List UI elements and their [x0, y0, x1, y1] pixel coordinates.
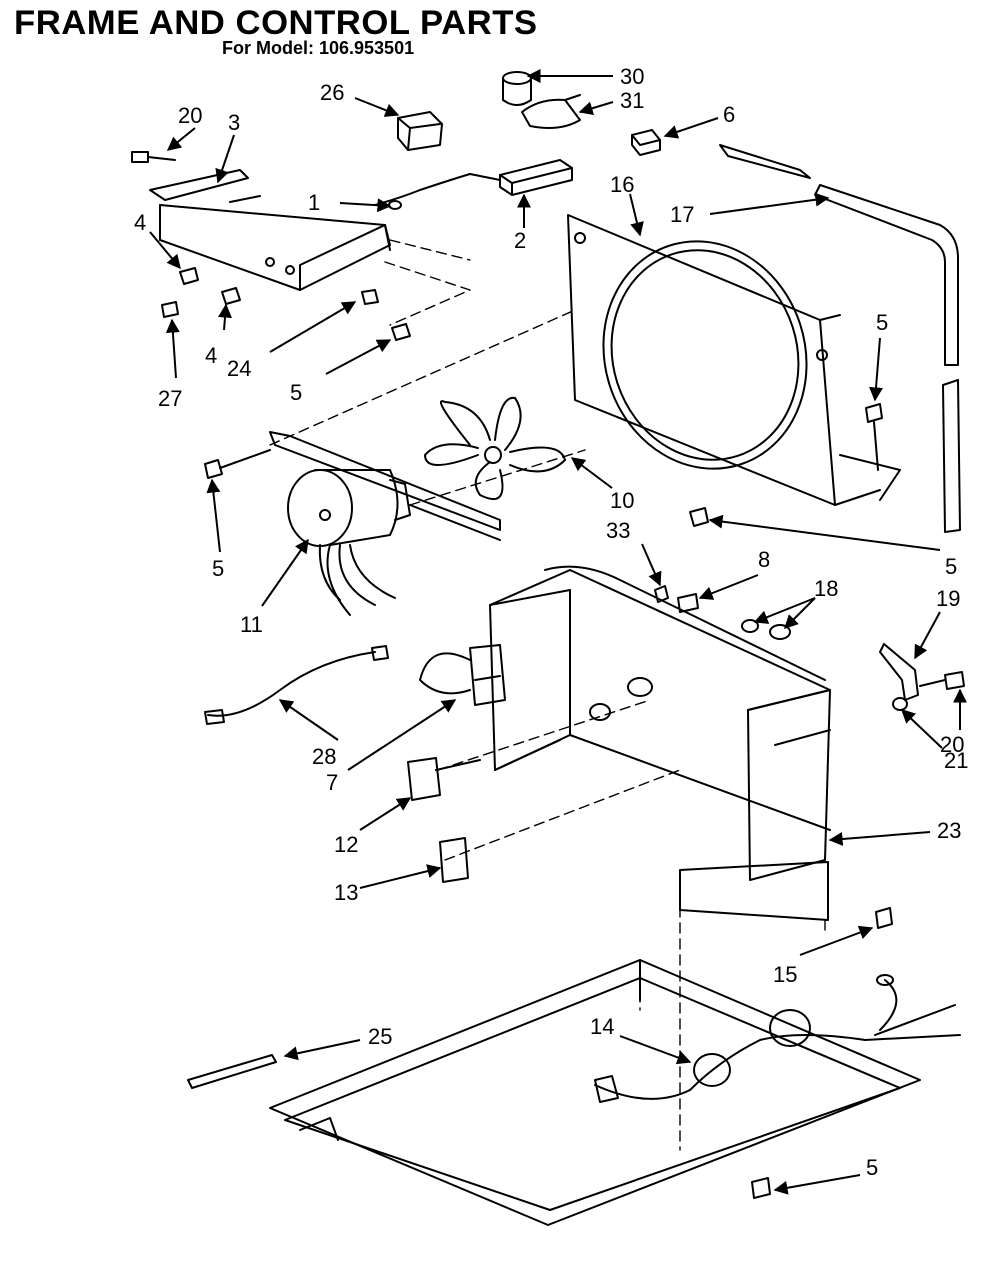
screw-20-top	[131, 151, 176, 163]
screw-5-right-upper	[865, 403, 883, 471]
washer-21	[892, 697, 908, 711]
screw-5-motor	[204, 449, 271, 479]
callout-5-right-lower: 5	[945, 554, 957, 579]
callout-30: 30	[620, 64, 644, 89]
switch-26	[397, 111, 443, 151]
screw-5-middle	[689, 507, 709, 527]
fan-shroud-16	[567, 214, 901, 506]
power-cord-14	[594, 979, 961, 1103]
screw-24	[361, 289, 379, 305]
diagram-title: FRAME AND CONTROL PARTS	[14, 4, 538, 42]
callout-28: 28	[312, 744, 336, 769]
callout-15: 15	[773, 962, 797, 987]
fan-blade-10	[424, 396, 566, 501]
screw-5-bottom	[751, 1177, 771, 1199]
part-6	[631, 129, 661, 156]
callout-18: 18	[814, 576, 838, 601]
screw-27	[161, 301, 179, 318]
callout-4-upper: 4	[134, 210, 146, 235]
callout-26: 26	[320, 80, 344, 105]
motor-bracket	[269, 431, 501, 541]
screw-5-upper-left	[391, 323, 411, 341]
callout-5-right-upper: 5	[876, 310, 888, 335]
thermostat-30	[502, 71, 532, 106]
callout-4-lower: 4	[205, 343, 217, 368]
chassis-23	[489, 565, 831, 881]
callout-1: 1	[308, 190, 320, 215]
callout-labels: 20 3 26 30 31 6 16 17 1 2 4 4 24 27 5 5 …	[134, 64, 968, 1180]
capacitor-12	[407, 757, 481, 801]
callout-31: 31	[620, 88, 644, 113]
callout-24: 24	[227, 356, 251, 381]
callout-20-right: 20	[940, 732, 964, 757]
back-panel	[679, 861, 829, 921]
gasket-17	[719, 144, 961, 533]
callout-12: 12	[334, 832, 358, 857]
strap-25	[187, 1054, 277, 1089]
callout-17: 17	[670, 202, 694, 227]
control-bracket	[149, 169, 391, 291]
clip-33	[654, 585, 669, 603]
callout-33: 33	[606, 518, 630, 543]
callout-14: 14	[590, 1014, 614, 1039]
screw-8	[677, 593, 699, 613]
grommets-18	[741, 619, 791, 640]
callout-20: 20	[178, 103, 202, 128]
leader-lines	[149, 69, 967, 1195]
callout-2: 2	[514, 228, 526, 253]
screw-15	[875, 907, 894, 986]
capacitor-13	[439, 837, 469, 883]
callout-21: 21	[944, 748, 968, 773]
fastener-4a	[179, 267, 199, 285]
bracket-19	[879, 643, 919, 701]
callout-10: 10	[610, 488, 634, 513]
callout-5-motor: 5	[212, 556, 224, 581]
bracket-31	[521, 94, 581, 129]
wire-1	[374, 173, 501, 210]
switch-7	[419, 644, 506, 706]
callout-5-center: 5	[290, 380, 302, 405]
wire-28	[204, 645, 389, 725]
callout-19: 19	[936, 586, 960, 611]
callout-25: 25	[368, 1024, 392, 1049]
motor-11	[287, 469, 411, 616]
callout-11: 11	[240, 612, 263, 637]
callout-16: 16	[610, 172, 634, 197]
alignment-guides	[269, 239, 826, 1151]
callout-8: 8	[758, 547, 770, 572]
callout-23: 23	[937, 818, 961, 843]
callout-3: 3	[228, 110, 240, 135]
callout-13: 13	[334, 880, 358, 905]
part-2	[499, 159, 573, 196]
screw-20-right	[919, 671, 965, 690]
model-subtitle: For Model: 106.953501	[222, 38, 415, 58]
fastener-4b	[221, 287, 241, 305]
callout-5-bottom: 5	[866, 1155, 878, 1180]
callout-7: 7	[326, 770, 338, 795]
base-pan	[269, 959, 921, 1226]
callout-27: 27	[158, 386, 182, 411]
callout-6: 6	[723, 102, 735, 127]
